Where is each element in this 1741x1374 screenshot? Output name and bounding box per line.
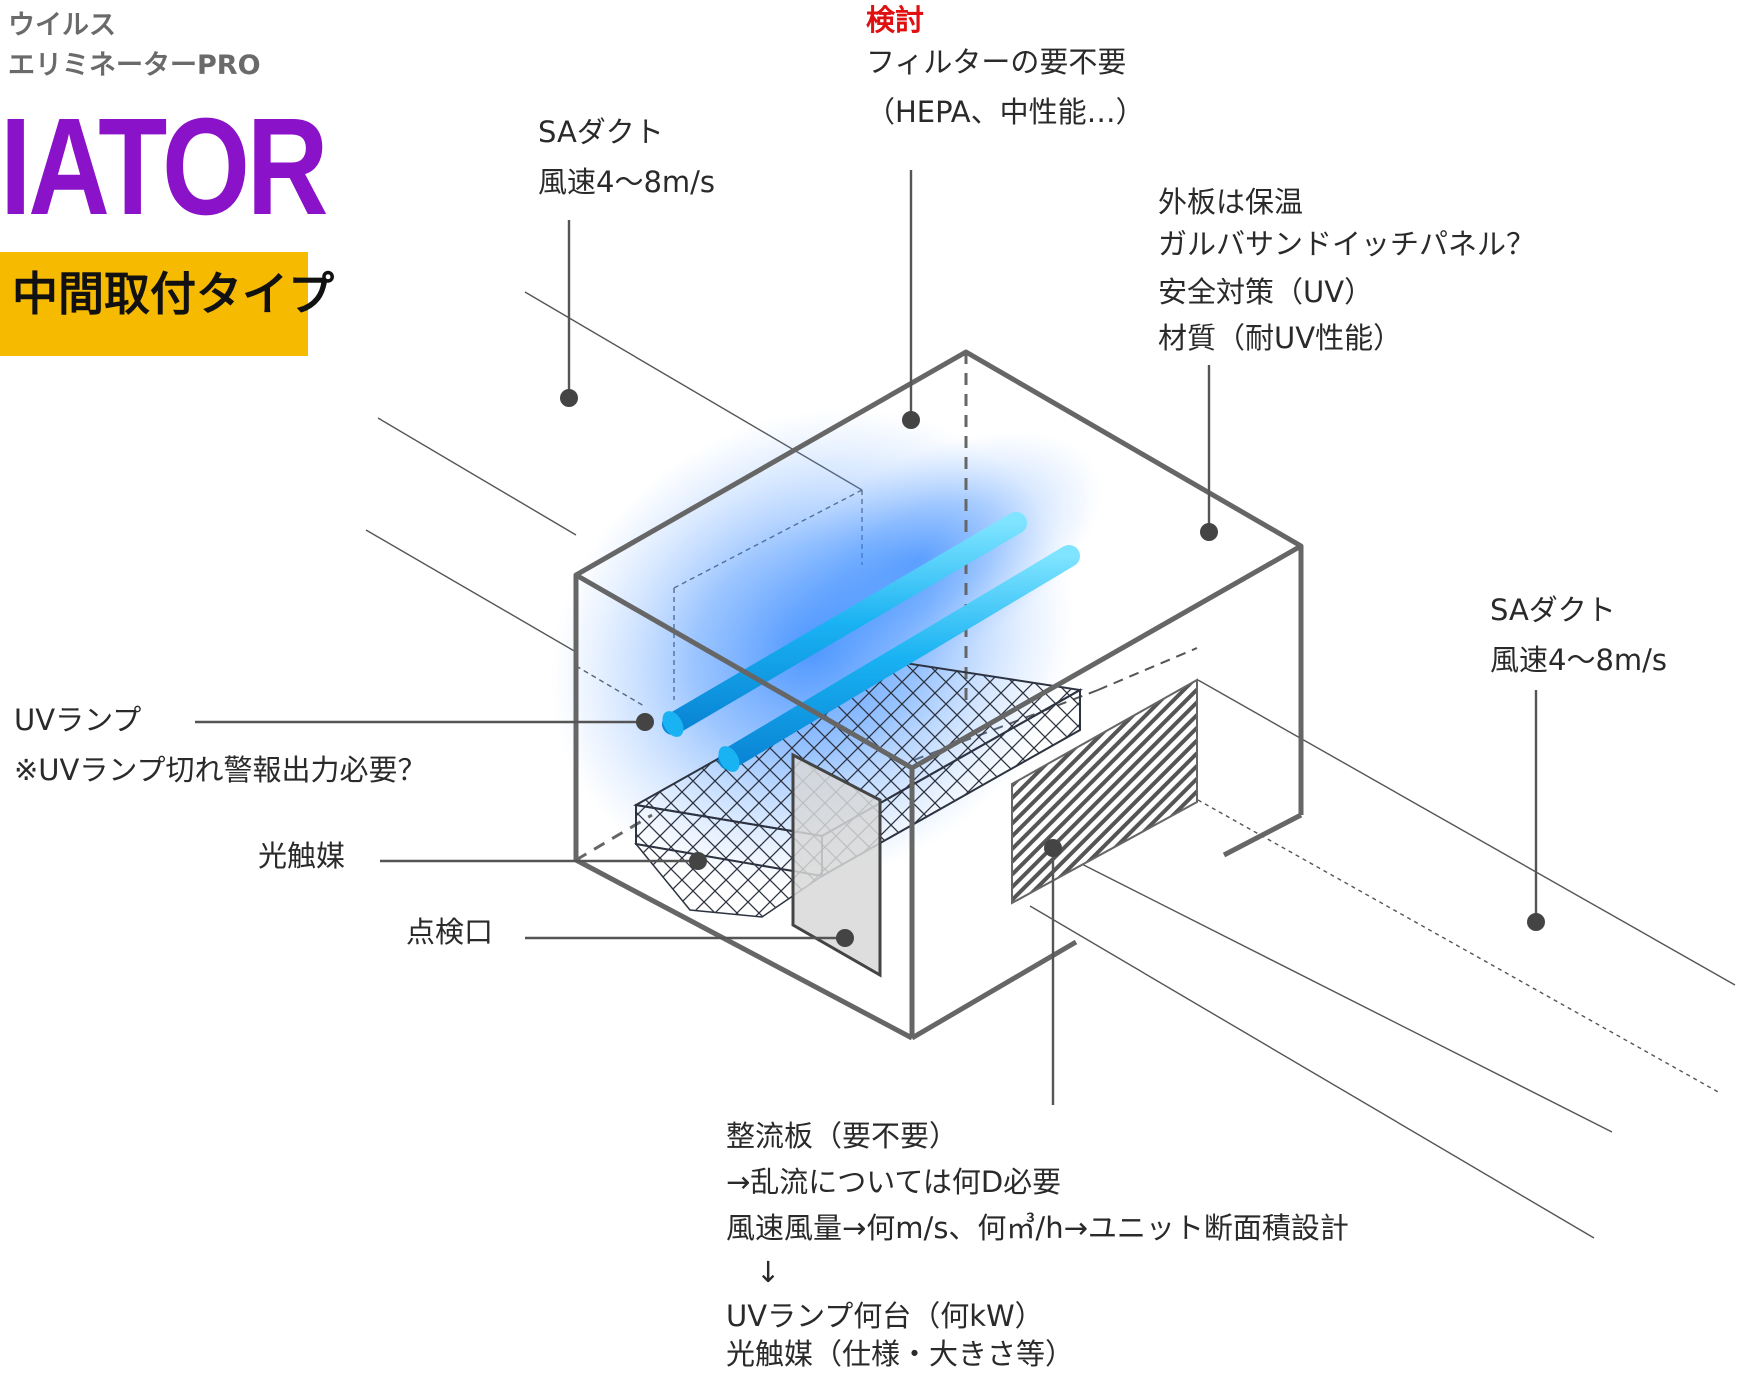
flow-plate-line-3: 風速風量→何m/s、何㎥/h→ユニット断面積設計 (726, 1211, 1349, 1245)
flow-plate-line-6: 光触媒（仕様・大きさ等） (726, 1337, 1075, 1371)
outer-panel-line-1: 外板は保温 (1158, 185, 1304, 219)
sa-duct-left-label: SAダクト (538, 115, 664, 149)
flow-plate-line-1: 整流板（要不要） (726, 1119, 959, 1153)
photocatalyst-label: 光触媒 (258, 839, 346, 873)
flow-plate-line-4: ↓ (756, 1255, 781, 1289)
outer-panel-line-3: 安全対策（UV） (1158, 275, 1374, 309)
brand-title: IATOR (0, 90, 328, 244)
leader-lines (195, 170, 1538, 1105)
box-visible-edges (573, 349, 1304, 1041)
uv-lamps (662, 512, 1080, 772)
review-heading: 検討 (866, 3, 925, 37)
sa-duct-left-speed: 風速4〜8m/s (538, 165, 716, 199)
type-badge (0, 252, 308, 356)
brand-line-1: ウイルス (8, 10, 116, 41)
photocatalyst-mesh (633, 659, 1084, 918)
uv-lamp-alarm-note: ※UVランプ切れ警報出力必要？ (14, 753, 427, 787)
uv-lamp-label: UVランプ (14, 703, 142, 737)
review-filter-type: （HEPA、中性能…） (866, 95, 1145, 129)
sa-duct-right-label: SAダクト (1490, 593, 1616, 627)
flow-plate-line-2: →乱流については何D必要 (726, 1165, 1062, 1199)
outer-panel-line-4: 材質（耐UV性能） (1158, 321, 1403, 355)
brand-line-2: エリミネーターPRO (8, 50, 261, 81)
review-filter: フィルターの要不要 (866, 45, 1127, 79)
flow-plate-line-5: UVランプ何台（何kW） (726, 1299, 1044, 1333)
type-badge-label: 中間取付タイプ (12, 267, 334, 321)
right-duct (913, 647, 1736, 1239)
sa-duct-right-speed: 風速4〜8m/s (1490, 643, 1668, 677)
inspection-port-panel (791, 752, 882, 978)
leader-dots (560, 389, 1545, 947)
outer-panel-line-2: ガルバサンドイッチパネル？ (1158, 227, 1536, 261)
inspection-port-label: 点検口 (406, 915, 494, 949)
